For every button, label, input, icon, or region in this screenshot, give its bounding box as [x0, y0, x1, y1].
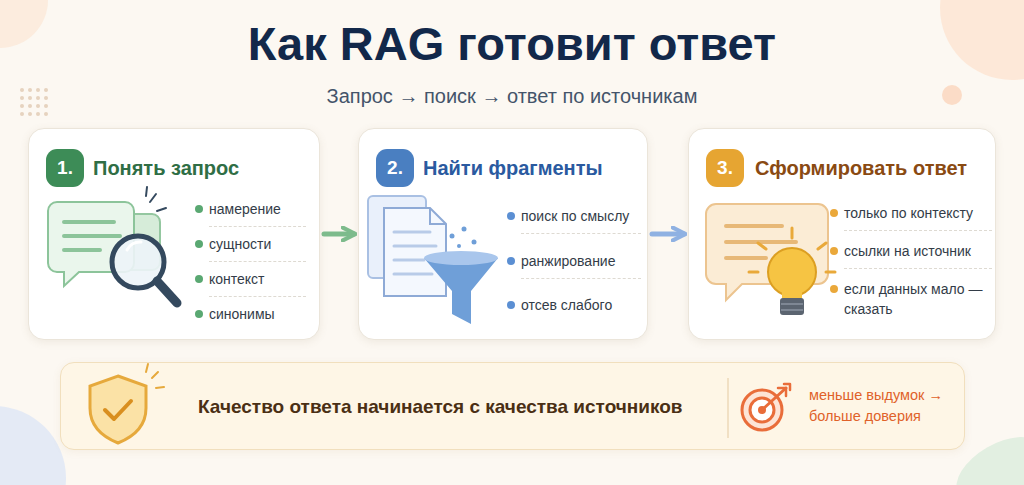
step-bullet: если данных мало — сказать: [844, 279, 992, 326]
shield: [90, 376, 146, 443]
band-divider: [727, 378, 729, 438]
summary-text: Качество ответа начинается с качества ис…: [198, 395, 683, 419]
step-bullet: отсев слабого: [521, 295, 641, 322]
step-number: 3.: [706, 149, 744, 187]
bulb-neck: [782, 290, 802, 300]
step-bullet: синонимы: [209, 304, 306, 331]
lens-shine: [127, 242, 141, 250]
funnel-top: [424, 251, 498, 265]
text-lines: [394, 232, 436, 274]
check-mark: [105, 401, 131, 419]
corner-dot: [942, 85, 962, 105]
chat-bubble: [90, 214, 160, 270]
arrow-fletch: [778, 384, 790, 396]
document-sheet: [384, 208, 446, 296]
filter-dot: [472, 240, 477, 245]
target-arrow: [763, 388, 786, 409]
step-number: 2.: [376, 149, 414, 187]
bulb-rays: [749, 228, 835, 272]
step-card: 3. Сформировать ответ только по контексту с…: [688, 128, 996, 340]
bulb-base: [780, 298, 804, 315]
target-center: [758, 406, 766, 414]
step-heading: Понять запрос: [93, 156, 239, 180]
target-ring: [750, 398, 774, 422]
docs-filter-icon: [368, 196, 498, 324]
step-heading: Сформировать ответ: [755, 156, 967, 180]
step-bullet: контекст: [209, 269, 306, 297]
chat-search-icon: [48, 187, 177, 303]
step-card: 2. Найти фрагменты поиск по смыслу ранжиров…: [358, 128, 648, 340]
summary-note: меньше выдумок → больше доверия: [809, 385, 949, 427]
step-heading: Найти фрагменты: [423, 156, 603, 180]
dot-grid: [20, 88, 48, 116]
bulb-thread: [781, 304, 803, 310]
corner-blob: [0, 0, 48, 48]
step-bullet: ссылки на источник: [844, 241, 992, 269]
corner-blob: [940, 0, 1024, 80]
magnifier-lens: [112, 236, 164, 288]
magnifier-handle: [157, 281, 177, 303]
subtitle: Запрос → поиск → ответ по источникам: [0, 85, 1024, 108]
bulb-glass: [768, 248, 816, 296]
chat-bubble: [48, 202, 134, 286]
step-card: 1. Понять запрос намерение сущности контекст…: [28, 128, 320, 340]
filter-dot: [457, 244, 461, 248]
text-lines: [64, 222, 120, 250]
filter-dot: [462, 227, 467, 232]
answer-bubble: [706, 204, 828, 300]
step-bullet: только по контексту: [844, 203, 992, 231]
answer-idea-icon: [706, 204, 835, 315]
spark-ticks: [146, 187, 166, 211]
target-icon: [742, 384, 790, 430]
filter-dot: [450, 234, 455, 239]
step-bullet: намерение: [209, 199, 306, 227]
document-sheet: [368, 196, 426, 278]
page-fold: [430, 208, 446, 224]
step-number: 1.: [46, 149, 84, 187]
text-lines: [726, 226, 796, 258]
shield-icon: [90, 364, 164, 443]
flow-arrow: [324, 232, 354, 237]
step-bullet: ранжирование: [521, 251, 641, 279]
target-ring: [742, 390, 782, 430]
step-bullet: поиск по смыслу: [521, 206, 641, 234]
flow-arrow: [652, 232, 684, 237]
spark-ticks: [146, 364, 164, 388]
step-bullet: сущности: [209, 234, 306, 262]
corner-blob: [0, 406, 66, 485]
summary-band: Качество ответа начинается с качества ис…: [60, 362, 965, 450]
funnel-body: [424, 258, 498, 324]
diagram-title: Как RAG готовит ответ: [0, 16, 1024, 71]
